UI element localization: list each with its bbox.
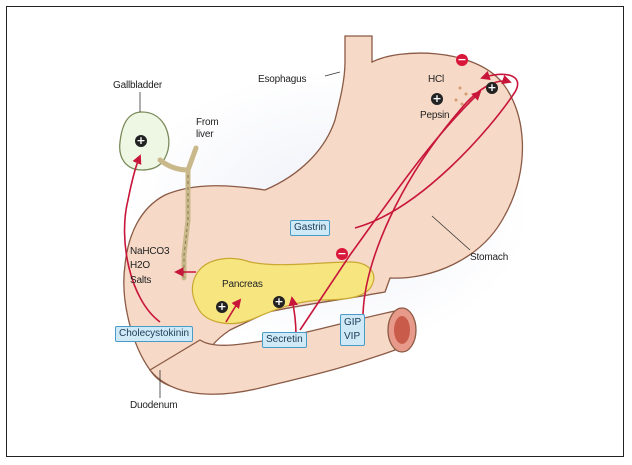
label-duodenum: Duodenum bbox=[130, 400, 177, 412]
plus-pancreas-left: + bbox=[216, 301, 228, 313]
minus-stomach: − bbox=[456, 54, 468, 66]
hormone-cholecystokinin: Cholecystokinin bbox=[115, 326, 193, 342]
label-from-liver: From liver bbox=[196, 117, 232, 141]
label-esophagus: Esophagus bbox=[258, 74, 306, 86]
label-stomach: Stomach bbox=[470, 252, 508, 264]
plus-stomach: + bbox=[486, 82, 498, 94]
hormone-gip: GIP bbox=[344, 316, 361, 330]
label-nahco3: NaHCO3 bbox=[130, 246, 169, 258]
hormone-vip: VIP bbox=[344, 330, 361, 344]
intestine-lumen bbox=[394, 316, 410, 344]
label-pancreas: Pancreas bbox=[222, 279, 263, 291]
hormone-secretin: Secretin bbox=[262, 332, 307, 348]
label-hcl: HCl bbox=[428, 74, 444, 86]
label-salts: Salts bbox=[130, 275, 151, 287]
plus-pancreas-right: + bbox=[273, 296, 285, 308]
hormone-gip-vip: GIP VIP bbox=[340, 314, 365, 346]
minus-secretin: − bbox=[336, 248, 348, 260]
plus-gallbladder: + bbox=[135, 135, 147, 147]
plus-pepsin: + bbox=[431, 93, 443, 105]
label-h2o: H2O bbox=[130, 260, 150, 272]
label-gallbladder: Gallbladder bbox=[113, 80, 162, 92]
label-pepsin: Pepsin bbox=[420, 110, 449, 122]
hormone-gastrin: Gastrin bbox=[290, 220, 330, 236]
